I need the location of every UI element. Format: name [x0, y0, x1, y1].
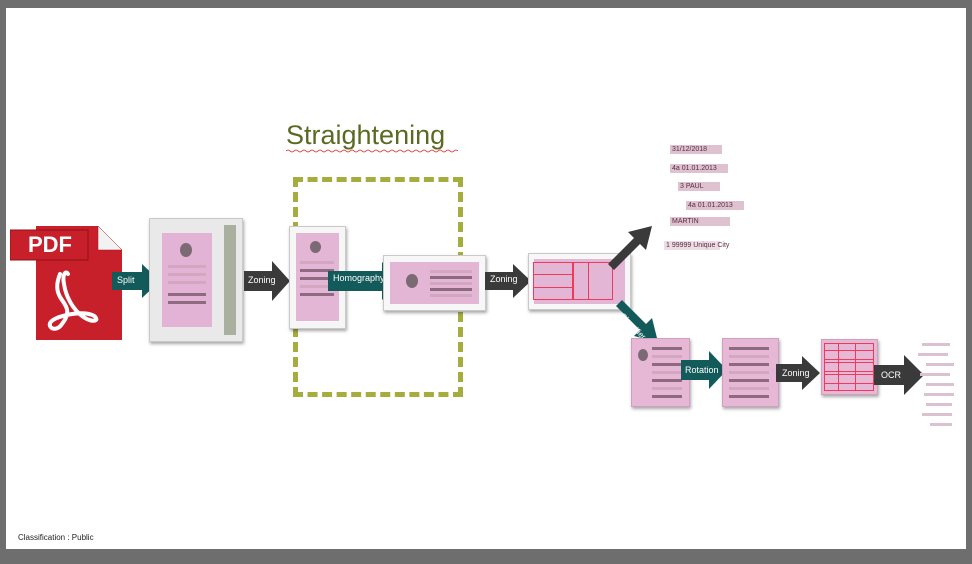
slide-canvas: Straightening PDF Split Zoning — [6, 8, 966, 549]
zoning-label-1: Zoning — [248, 275, 276, 285]
ocr-field-6: 1 99999 Unique City — [664, 241, 730, 250]
ocr-arrow-upper — [608, 226, 652, 270]
ocr-field-5: MARTIN — [670, 217, 730, 226]
zoning-arrow-3 — [776, 356, 820, 390]
ocr-field-3: 3 PAUL — [678, 182, 720, 191]
ocr-field-2: 4a 01.01.2013 — [670, 164, 728, 173]
ocr-field-4: 4a 01.01.2013 — [686, 201, 744, 210]
split-label: Split — [117, 275, 135, 285]
ocr-output-snippets — [916, 341, 954, 431]
spellcheck-underline — [286, 149, 458, 153]
zoning-arrow-1 — [244, 261, 290, 301]
pdf-icon-label: PDF — [28, 232, 72, 257]
zoning-label-2: Zoning — [490, 274, 518, 284]
ocr-field-1: 31/12/2018 — [670, 145, 722, 154]
zoning-arrow-2 — [485, 264, 531, 298]
scanned-page-photo — [149, 218, 243, 342]
classifier-arrow — [616, 300, 658, 342]
straightened-document-photo — [383, 255, 486, 311]
classification-footer: Classification : Public — [18, 533, 94, 542]
rotation-arrow — [681, 351, 727, 389]
zoning-label-3: Zoning — [782, 368, 810, 378]
pdf-file-icon — [10, 225, 122, 340]
rotated-document-photo — [722, 338, 779, 407]
zoned-document-photo — [528, 253, 631, 310]
zoned-rotated-document-photo — [821, 339, 878, 395]
ocr-arrow-lower — [874, 355, 924, 395]
split-arrow — [112, 264, 160, 298]
ocr-label-lower: OCR — [881, 370, 901, 380]
homography-label: Homography — [333, 273, 385, 283]
homography-arrow — [328, 262, 400, 300]
straightening-title: Straightening — [286, 120, 446, 150]
rotation-label: Rotation — [685, 365, 719, 375]
